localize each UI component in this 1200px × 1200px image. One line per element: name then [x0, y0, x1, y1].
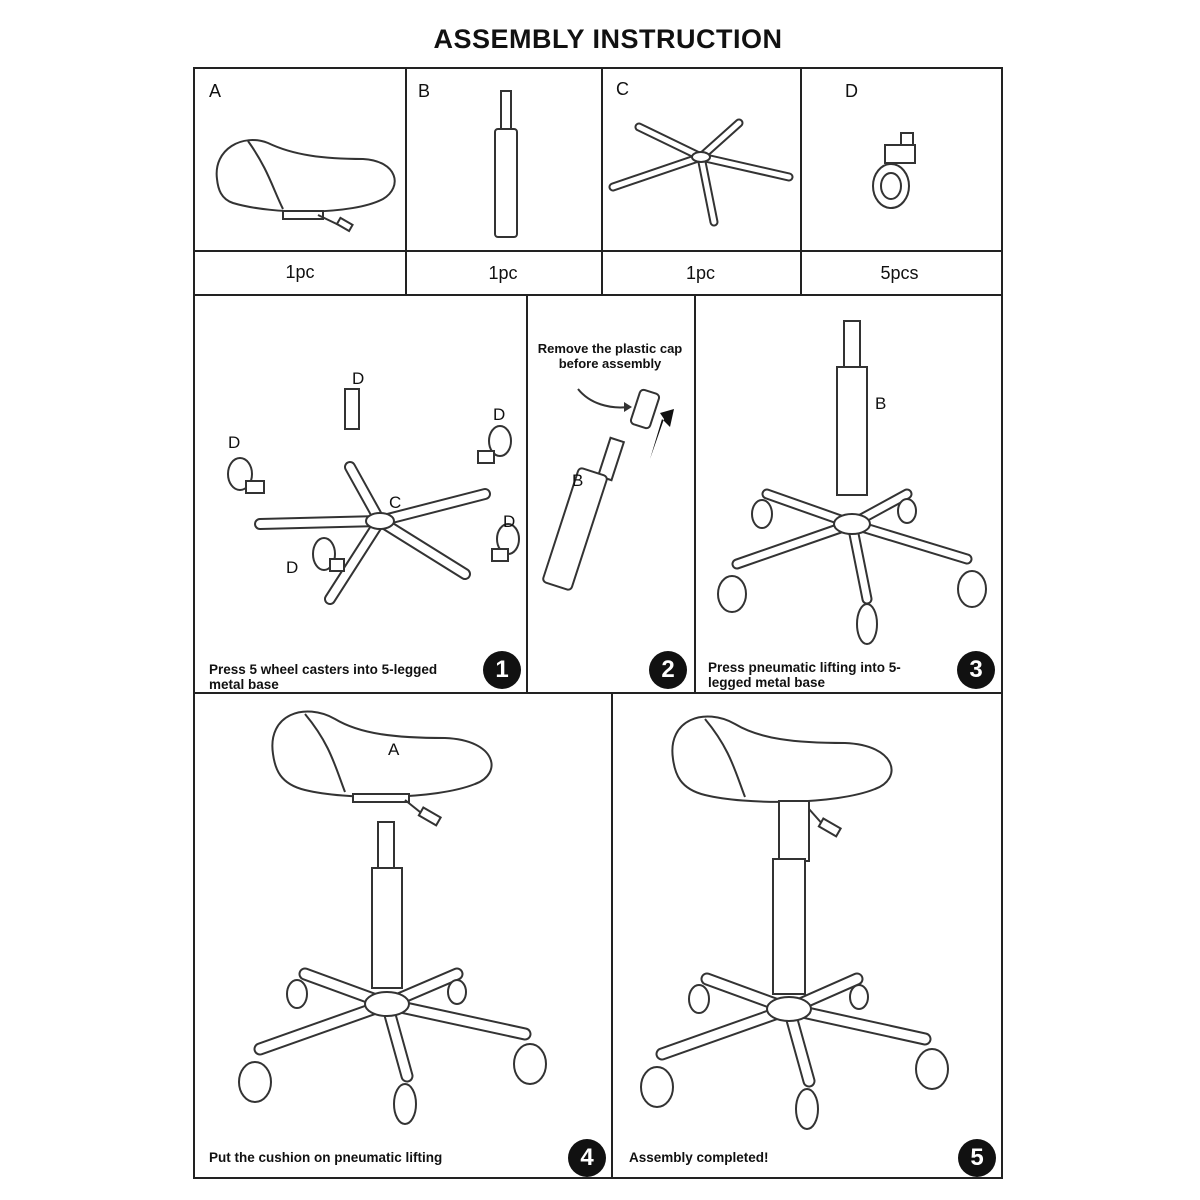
part-cell-c	[601, 69, 802, 252]
qty-cell-a	[195, 250, 407, 296]
step5-completed-stool-illustration	[640, 715, 949, 1130]
qty-cell-c	[601, 250, 802, 296]
caster-wheel-icon	[872, 132, 916, 209]
step1-label-d-right-low: D	[503, 512, 516, 531]
step1-base-casters-illustration	[227, 388, 520, 605]
part-qty-a: 1pc	[285, 262, 315, 282]
step1-label-d-left: D	[228, 433, 241, 452]
step2-number-badge: 2	[649, 651, 687, 689]
part-letter-c: C	[616, 79, 629, 99]
step4-cushion-stool-illustration	[238, 710, 547, 1125]
step2-label-b: B	[572, 471, 584, 490]
step2-cylinder-illustration	[542, 388, 674, 591]
step4-number-badge: 4	[568, 1139, 606, 1177]
step1-caption: Press 5 wheel casters into 5-legged meta…	[209, 662, 438, 692]
step2-note: Remove the plastic cap before assembly	[537, 341, 683, 371]
step3-number-badge: 3	[957, 651, 995, 689]
part-cell-d	[800, 69, 1001, 252]
five-leg-base-icon	[608, 118, 794, 227]
gas-cylinder-icon	[494, 90, 518, 238]
part-letter-d: D	[845, 81, 858, 101]
step3-label-b: B	[875, 394, 887, 413]
step5-caption: Assembly completed!	[629, 1150, 769, 1165]
step1-label-d-bottom: D	[286, 558, 299, 577]
part-qty-d: 5pcs	[880, 263, 919, 283]
step-panel-4	[195, 692, 613, 1177]
qty-cell-d	[800, 250, 1001, 296]
step1-label-d-top: D	[352, 369, 365, 388]
seat-cushion-icon	[215, 139, 396, 233]
step1-label-d-right: D	[493, 405, 506, 424]
step-panel-3	[694, 294, 1001, 694]
step3-assembled-base-illustration	[717, 320, 987, 645]
instruction-frame: A B C D 1pc 1pc 1pc 5pcs	[193, 67, 1003, 1179]
step1-number-badge: 1	[483, 651, 521, 689]
step4-label-a: A	[388, 740, 400, 759]
part-qty-c: 1pc	[685, 263, 716, 283]
step3-caption: Press pneumatic lifting into 5-legged me…	[708, 660, 901, 690]
part-letter-a: A	[209, 81, 222, 101]
part-cell-b	[405, 69, 603, 252]
qty-cell-b	[405, 250, 603, 296]
page-title: ASSEMBLY INSTRUCTION	[433, 24, 783, 54]
part-qty-b: 1pc	[488, 263, 518, 283]
step4-caption: Put the cushion on pneumatic lifting	[209, 1150, 443, 1165]
step1-label-c: C	[389, 493, 402, 512]
part-cell-a	[195, 69, 407, 252]
step5-number-badge: 5	[958, 1139, 996, 1177]
part-letter-b: B	[418, 81, 431, 101]
step-panel-1	[195, 294, 528, 694]
